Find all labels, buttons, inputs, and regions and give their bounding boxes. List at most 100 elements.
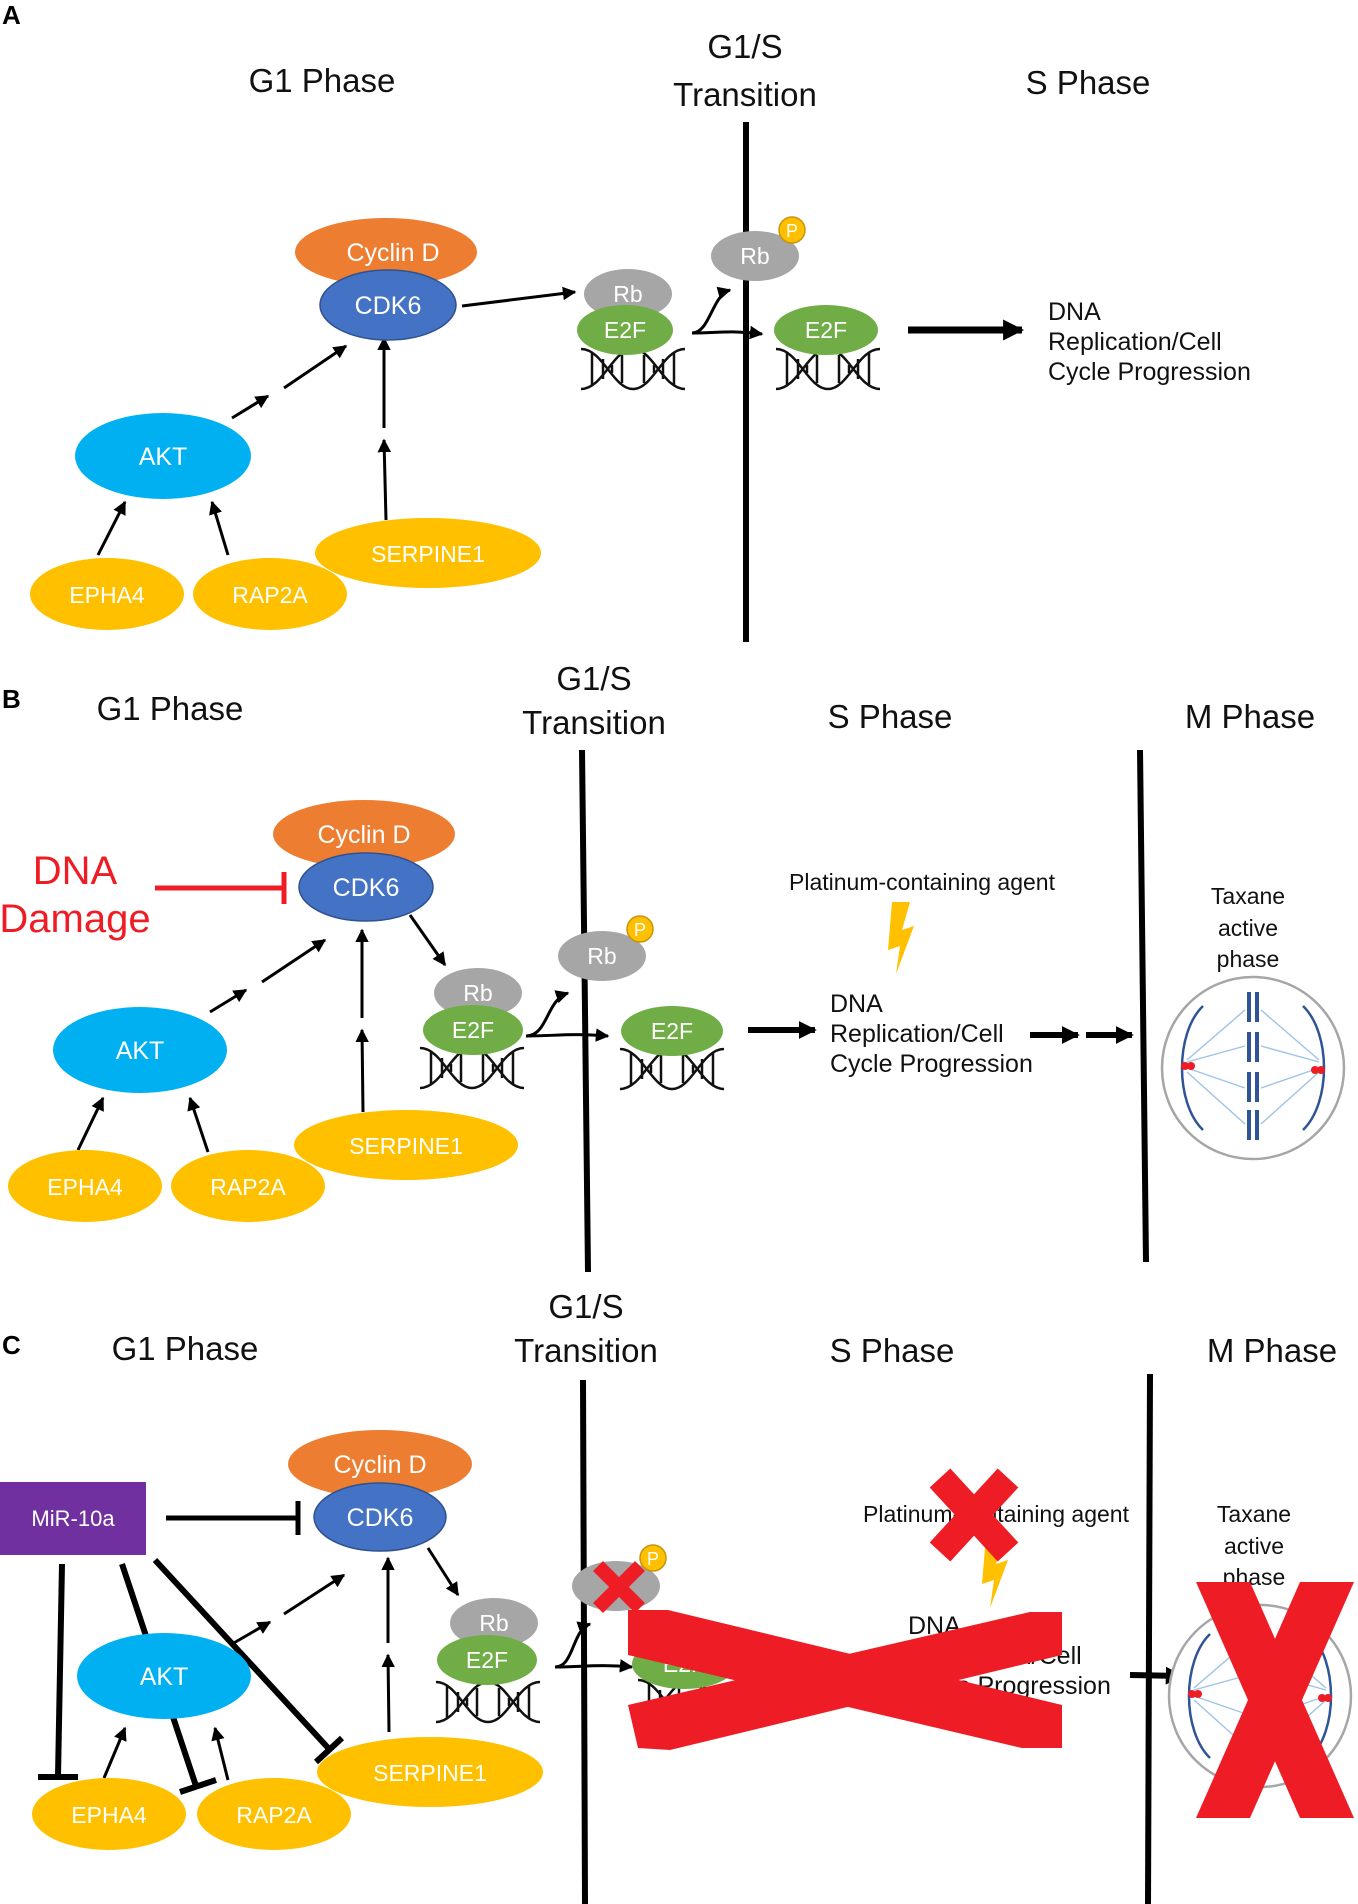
panel-a-rb-phospho-label: Rb: [740, 243, 769, 269]
panel-c-arrow-e2f-release: [554, 1659, 634, 1673]
panel-a-letter: A: [2, 0, 21, 30]
panel-b-serpine1-label: SERPINE1: [349, 1133, 463, 1159]
panel-b-akt-label: AKT: [116, 1037, 165, 1065]
panel-a-arrow-rb-release: [691, 286, 732, 335]
panel-c-e2f-label: E2F: [466, 1647, 508, 1673]
panel-a-dna-text-line1: DNA: [1048, 298, 1101, 326]
panel-b-m-phase-title: M Phase: [1185, 698, 1315, 735]
panel-b-arrow-akt-cdk6-part2: [261, 938, 327, 984]
panel-a-e2f-node: [577, 305, 673, 355]
panel-c-epha4-label: EPHA4: [71, 1802, 147, 1828]
panel-c-progression-blocked-x-icon: [628, 1610, 1062, 1750]
panel-c-e2f-node: [437, 1635, 537, 1685]
panel-b-epha4-node: [8, 1150, 162, 1222]
panel-c-g1s-boundary-line: [580, 1379, 588, 1904]
panel-a-g1s-title-line2: Transition: [673, 76, 817, 113]
panel-c-platinum-blocked-x-icon: [929, 1468, 1019, 1562]
panel-c-mir-10a-box: [0, 1482, 146, 1555]
panel-c-mir-rap2a-inhibition-bar: [179, 1777, 217, 1795]
panel-a: A G1 Phase G1/S Transition S Phase Cycli…: [2, 0, 1251, 642]
panel-b-epha4-label: EPHA4: [47, 1174, 123, 1200]
panel-c-phosphate-node: [639, 1544, 667, 1572]
panel-a-s-phase-title: S Phase: [1026, 64, 1151, 101]
panel-b-taxane-line2: active: [1218, 915, 1278, 941]
panel-b-arrow-rb-release: [525, 990, 570, 1038]
panel-a-serpine1-node: [315, 518, 541, 588]
panel-b-arrow-serpine1-cdk6-part1: [355, 1028, 369, 1113]
panel-a-rb-label: Rb: [613, 281, 642, 307]
panel-b-dna-text-line3: Cycle Progression: [830, 1050, 1033, 1078]
panel-b-rap2a-node: [171, 1150, 325, 1222]
panel-b-platinum-label: Platinum-containing agent: [789, 869, 1056, 895]
panel-b-rb-node: [434, 968, 522, 1018]
panel-b-mitotic-cell-icon: [1160, 975, 1346, 1161]
panel-c-phosphate-label: P: [647, 1549, 659, 1569]
panel-a-serpine1-label: SERPINE1: [371, 541, 485, 567]
panel-a-arrow-rap2a-akt: [209, 500, 230, 556]
panel-c-rb-node: [450, 1598, 538, 1648]
panel-c-dna-helix-bound: [434, 1680, 542, 1724]
panel-b: B G1 Phase G1/S Transition S Phase M Pha…: [0, 660, 1346, 1273]
panel-b-e2f-label: E2F: [452, 1017, 494, 1043]
panel-a-dna-text-line3: Cycle Progression: [1048, 358, 1251, 386]
panel-a-cdk6-label: CDK6: [355, 292, 422, 320]
panel-b-cyclin-d-label: Cyclin D: [317, 821, 410, 849]
panel-a-dna-helix-free: [774, 347, 882, 391]
panel-b-phosphate-node: [626, 915, 654, 943]
panel-b-rb-phospho-label: Rb: [587, 943, 616, 969]
panel-b-akt-node: [53, 1007, 227, 1093]
panel-c-s-phase-title: S Phase: [830, 1332, 955, 1369]
panel-a-epha4-node: [30, 558, 184, 630]
panel-b-arrow-epha4-akt: [76, 1096, 105, 1151]
panel-a-e2f-free-node: [774, 305, 878, 355]
panel-b-e2f-node: [423, 1005, 523, 1055]
panel-c-m-phase-blocked-x-icon: [1196, 1582, 1354, 1818]
panel-b-lightning-icon: [888, 902, 914, 974]
panel-a-rap2a-label: RAP2A: [232, 582, 308, 608]
panel-b-dna-text-line2: Replication/Cell: [830, 1020, 1004, 1048]
panel-c-arrow-akt-cdk6-part1: [231, 1620, 272, 1646]
panel-a-arrow-akt-cdk6-part2: [283, 344, 348, 390]
panel-a-arrow-akt-cdk6-part1: [231, 394, 270, 420]
panel-b-cdk6-node: [298, 852, 434, 922]
panel-b-sm-boundary-line: [1137, 749, 1149, 1263]
panel-b-cyclin-d-node: [273, 800, 455, 868]
panel-c-mir-10a-label: MiR-10a: [31, 1506, 115, 1531]
panel-a-arrow-serpine1-cdk6-part1: [377, 438, 392, 521]
panel-c-mir-serpine1-inhibition-line: [152, 1557, 333, 1753]
panel-a-dna-helix-bound: [579, 347, 687, 391]
panel-b-cdk6-label: CDK6: [333, 874, 400, 902]
panel-b-arrow-rap2a-akt: [187, 1096, 210, 1153]
panel-c-m-phase-title: M Phase: [1207, 1332, 1337, 1369]
panel-b-arrow-akt-cdk6-part1: [209, 988, 248, 1014]
panel-c-serpine1-label: SERPINE1: [373, 1760, 487, 1786]
panel-b-s-phase-title: S Phase: [828, 698, 953, 735]
panel-c-akt-label: AKT: [140, 1663, 189, 1691]
panel-c-rap2a-node: [197, 1778, 351, 1850]
panel-c-sm-boundary-line: [1145, 1373, 1153, 1904]
panel-a-cyclin-d-label: Cyclin D: [346, 239, 439, 267]
panel-c-mir-serpine1-inhibition-bar: [313, 1735, 345, 1765]
panel-c: C G1 Phase G1/S Transition S Phase M Pha…: [0, 1288, 1354, 1904]
panel-a-rb-node: [584, 269, 672, 319]
panel-b-dna-damage-line1: DNA: [33, 849, 118, 893]
panel-a-cdk6-node: [319, 269, 457, 341]
panel-b-arrow-cdk6-rb: [408, 914, 447, 967]
panel-c-mir-epha4-inhibition-line: [55, 1563, 65, 1777]
panel-c-arrow-akt-cdk6-part2: [283, 1573, 346, 1616]
panel-b-phosphate-label: P: [634, 920, 646, 940]
panel-c-arrow-serpine1-cdk6-part1: [381, 1653, 395, 1733]
panel-b-g1s-boundary-line: [579, 749, 591, 1273]
panel-c-epha4-node: [32, 1778, 186, 1850]
panel-a-dna-text-line2: Replication/Cell: [1048, 328, 1222, 356]
panel-c-cyclin-d-node: [288, 1430, 472, 1498]
panel-b-rap2a-label: RAP2A: [210, 1174, 286, 1200]
panel-c-taxane-line2: active: [1224, 1533, 1284, 1559]
panel-b-taxane-line1: Taxane: [1211, 883, 1285, 909]
panel-c-rap2a-label: RAP2A: [236, 1802, 312, 1828]
panel-a-g1s-title-line1: G1/S: [707, 28, 782, 65]
panel-b-taxane-line3: phase: [1217, 946, 1280, 972]
panel-b-dna-damage-line2: Damage: [0, 897, 151, 941]
panel-b-e2f-free-node: [621, 1006, 723, 1056]
